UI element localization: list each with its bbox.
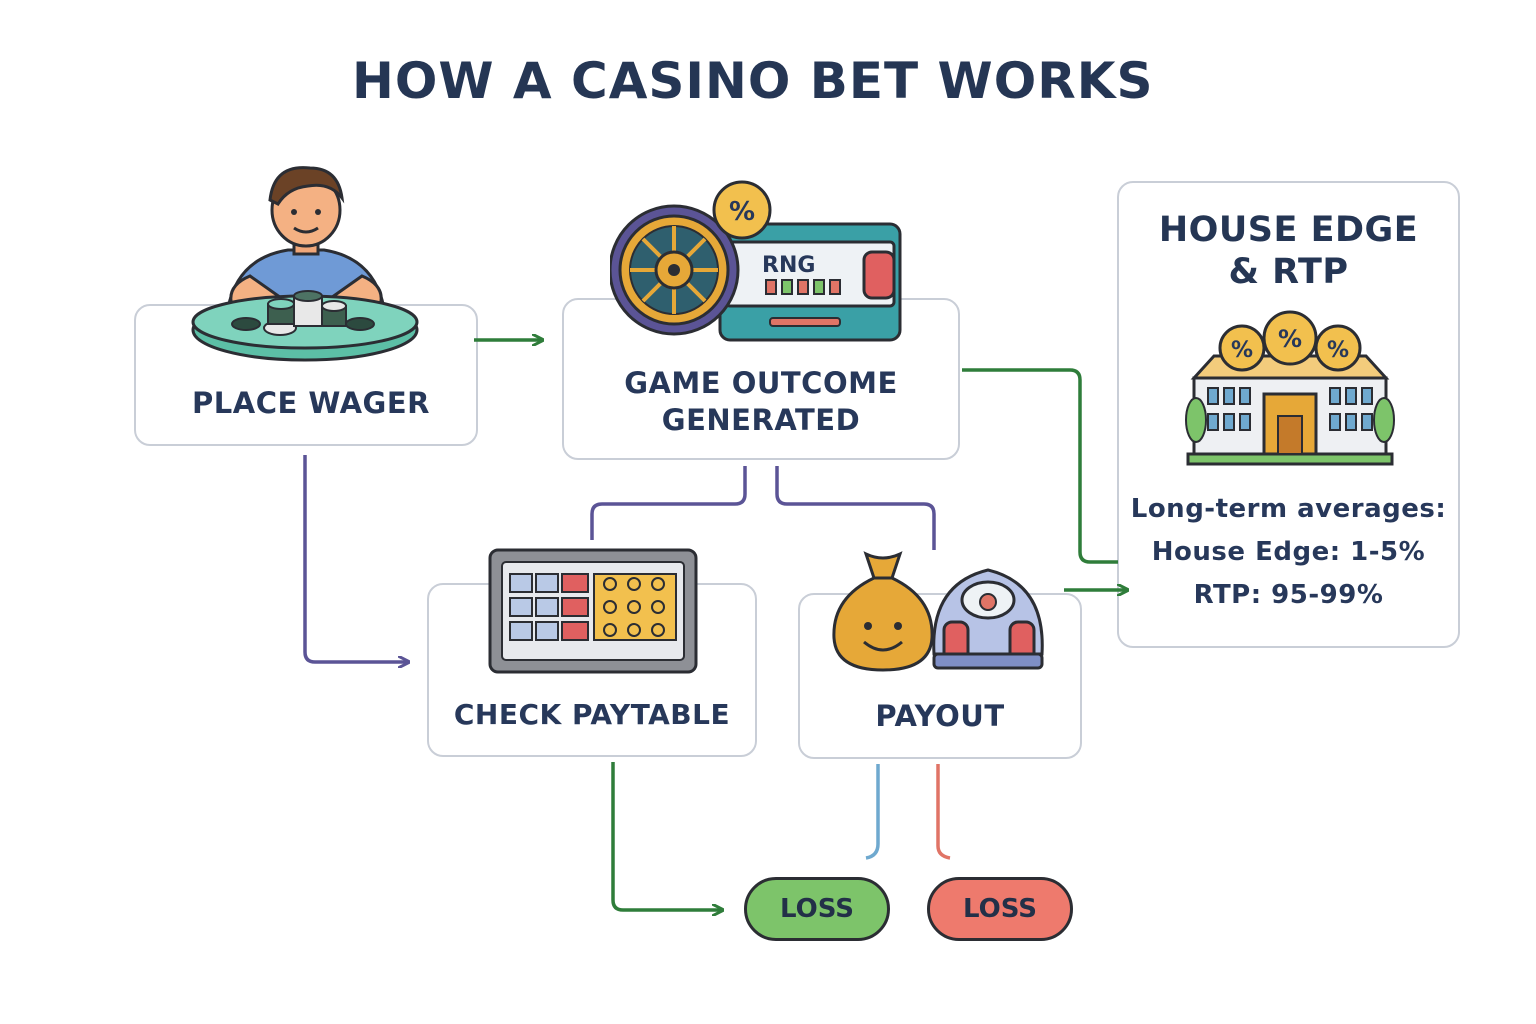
connector-payout-to-right-loss: [936, 764, 951, 860]
game-outcome-label-line2: GENERATED: [661, 403, 861, 437]
house-edge-stat: House Edge: 1-5%: [1151, 537, 1426, 567]
svg-text:%: %: [1278, 325, 1302, 353]
place-wager-label: PLACE WAGER: [192, 386, 430, 420]
rtp-stat: RTP: 95-99%: [1193, 580, 1384, 610]
svg-text:%: %: [729, 197, 755, 227]
loss-pill-red: LOSS: [927, 877, 1073, 941]
check-paytable-label: CHECK PAYTABLE: [453, 698, 731, 731]
rng-label: RNG: [762, 253, 815, 278]
connector-outcome-to-payout: [775, 466, 936, 550]
player-at-table-icon: [191, 166, 419, 362]
payout-label: PAYOUT: [875, 699, 1005, 733]
house-edge-title-line2: & RTP: [1228, 252, 1349, 292]
loss-pill-green: LOSS: [744, 877, 890, 941]
arrow-paytable-to-loss: [611, 762, 722, 910]
connector-payout-to-left-loss: [865, 764, 880, 860]
svg-text:%: %: [1231, 338, 1253, 363]
slot-machine-icon: [932, 568, 1044, 670]
casino-building-icon: % % %: [1185, 310, 1395, 466]
svg-text:%: %: [1327, 338, 1349, 363]
game-outcome-label-line1: GAME OUTCOME: [624, 366, 898, 400]
roulette-rng-machine-icon: RNG %: [610, 180, 902, 342]
house-edge-title-line1: HOUSE EDGE: [1158, 210, 1419, 250]
arrow-outcome-to-house-edge: [962, 368, 1118, 564]
page-title: HOW A CASINO BET WORKS: [352, 52, 1154, 110]
money-bag-icon: [832, 551, 934, 672]
arrow-wager-to-paytable: [303, 455, 408, 662]
connector-outcome-to-paytable: [590, 466, 747, 540]
stat-intro: Long-term averages:: [1130, 494, 1447, 524]
paytable-screen-icon: [488, 548, 698, 674]
